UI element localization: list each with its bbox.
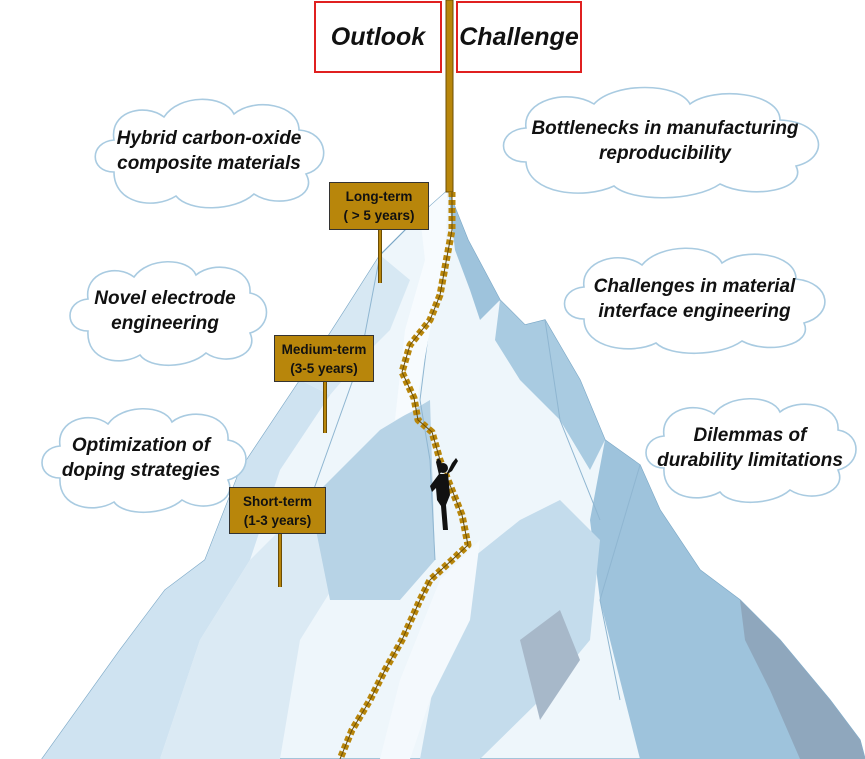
cloud-shape <box>94 98 325 209</box>
challenge-2-line1: Challenges in material <box>593 276 796 297</box>
ice-face-left <box>42 380 330 759</box>
short-term-post <box>278 533 282 587</box>
outlook-cloud-3: Optimization of doping strategies <box>32 402 250 514</box>
outlook-cloud-1: Hybrid carbon-oxide composite materials <box>84 92 334 210</box>
short-term-sign: Short-term (1-3 years) <box>229 487 326 534</box>
long-term-label: Long-term <box>345 189 413 204</box>
challenge-header: Challenge <box>456 1 582 73</box>
challenge-1-line2: reproducibility <box>599 143 731 164</box>
outlook-1-line2: composite materials <box>117 153 301 174</box>
cloud-shape <box>502 86 820 199</box>
outlook-2-line1: Novel electrode <box>94 288 236 309</box>
cloud-shape <box>563 247 826 355</box>
climber-icon <box>430 458 458 530</box>
short-term-label: Short-term <box>242 493 312 509</box>
long-term-sign: Long-term ( > 5 years) <box>329 182 429 230</box>
outlook-3-line2: doping strategies <box>61 460 221 481</box>
rock-face <box>740 600 865 759</box>
cloud-shape <box>41 407 247 514</box>
challenge-3-line2: durability limitations <box>657 450 843 471</box>
cloud-shape <box>645 397 857 504</box>
shadow-face-mid <box>310 400 435 600</box>
outlook-1-line1: Hybrid carbon-oxide <box>116 128 302 149</box>
long-term-post <box>378 229 382 283</box>
shadow-face-peak <box>448 190 500 320</box>
outlook-header: Outlook <box>314 1 442 73</box>
shadow-face-center <box>420 500 600 759</box>
challenge-cloud-2: Challenges in material interface enginee… <box>552 243 837 355</box>
rock-face-small <box>520 610 580 720</box>
summit-pole <box>445 0 454 193</box>
cloud-shape <box>69 260 268 366</box>
challenge-1-line1: Bottlenecks in manufacturing <box>531 118 799 139</box>
medium-term-period: (3-5 years) <box>290 360 358 376</box>
outlook-3-line1: Optimization of <box>71 435 211 456</box>
medium-term-sign: Medium-term (3-5 years) <box>274 335 374 382</box>
outlook-2-line2: engineering <box>111 313 219 334</box>
medium-term-post <box>323 381 327 433</box>
long-term-period: ( > 5 years) <box>343 208 415 223</box>
short-term-period: (1-3 years) <box>243 512 312 528</box>
outlook-cloud-2: Novel electrode engineering <box>60 255 270 367</box>
challenge-cloud-1: Bottlenecks in manufacturing reproducibi… <box>490 82 840 200</box>
medium-term-label: Medium-term <box>281 341 367 357</box>
shadow-face-ridge <box>495 300 605 470</box>
snow-highlight-lower <box>380 540 480 759</box>
challenge-cloud-3: Dilemmas of durability limitations <box>636 392 864 504</box>
ridge-lines <box>309 189 641 701</box>
challenge-3-line1: Dilemmas of <box>693 425 807 446</box>
challenge-2-line2: interface engineering <box>598 301 791 322</box>
